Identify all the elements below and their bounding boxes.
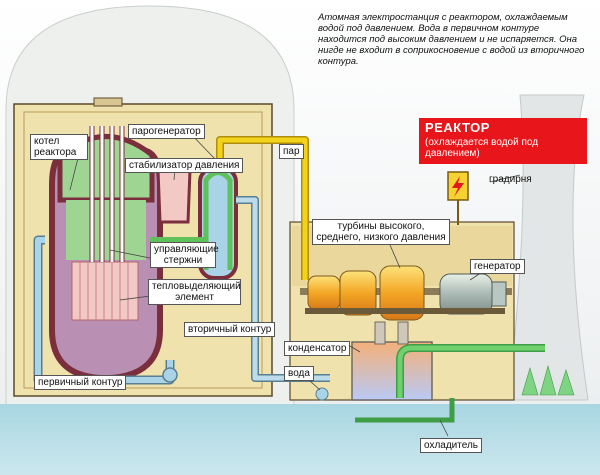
label-water: вода xyxy=(284,366,314,381)
label-generator: генератор xyxy=(470,259,525,274)
label-steam: пар xyxy=(279,144,304,159)
water-surface xyxy=(0,404,600,475)
label-steam-generator: парогенератор xyxy=(128,124,205,139)
label-fuel-element: тепловыделяющий элемент xyxy=(148,279,241,305)
label-boiler: котел реактора xyxy=(30,134,88,160)
label-control-rods: управляющие стержни xyxy=(150,242,219,268)
label-condenser: конденсатор xyxy=(284,341,351,356)
reactor-type-badge: РЕАКТОР (охлаждается водой под давлением… xyxy=(419,118,587,164)
containment-inner-wall xyxy=(23,111,263,389)
label-coolant: охладитель xyxy=(420,438,483,453)
label-turbines: турбины высокого, среднего, низкого давл… xyxy=(312,219,450,245)
turbine-low xyxy=(379,265,425,321)
reactor-subtitle: (охлаждается водой под давлением) xyxy=(425,137,539,159)
label-secondary-loop: вторичный контур xyxy=(184,322,276,337)
label-pressurizer: стабилизатор давления xyxy=(125,158,244,173)
caption-text: Атомная электростанция с реактором, охла… xyxy=(318,12,585,67)
reactor-core xyxy=(71,261,139,321)
turbine-high xyxy=(307,275,341,311)
label-cooling-tower: градирня xyxy=(489,174,532,185)
turbine-medium xyxy=(339,270,377,316)
label-primary-loop: первичный контур xyxy=(34,375,127,390)
reactor-title: РЕАКТОР xyxy=(425,120,490,135)
pressurizer xyxy=(156,163,192,224)
cooling-tower-shape xyxy=(507,94,589,401)
